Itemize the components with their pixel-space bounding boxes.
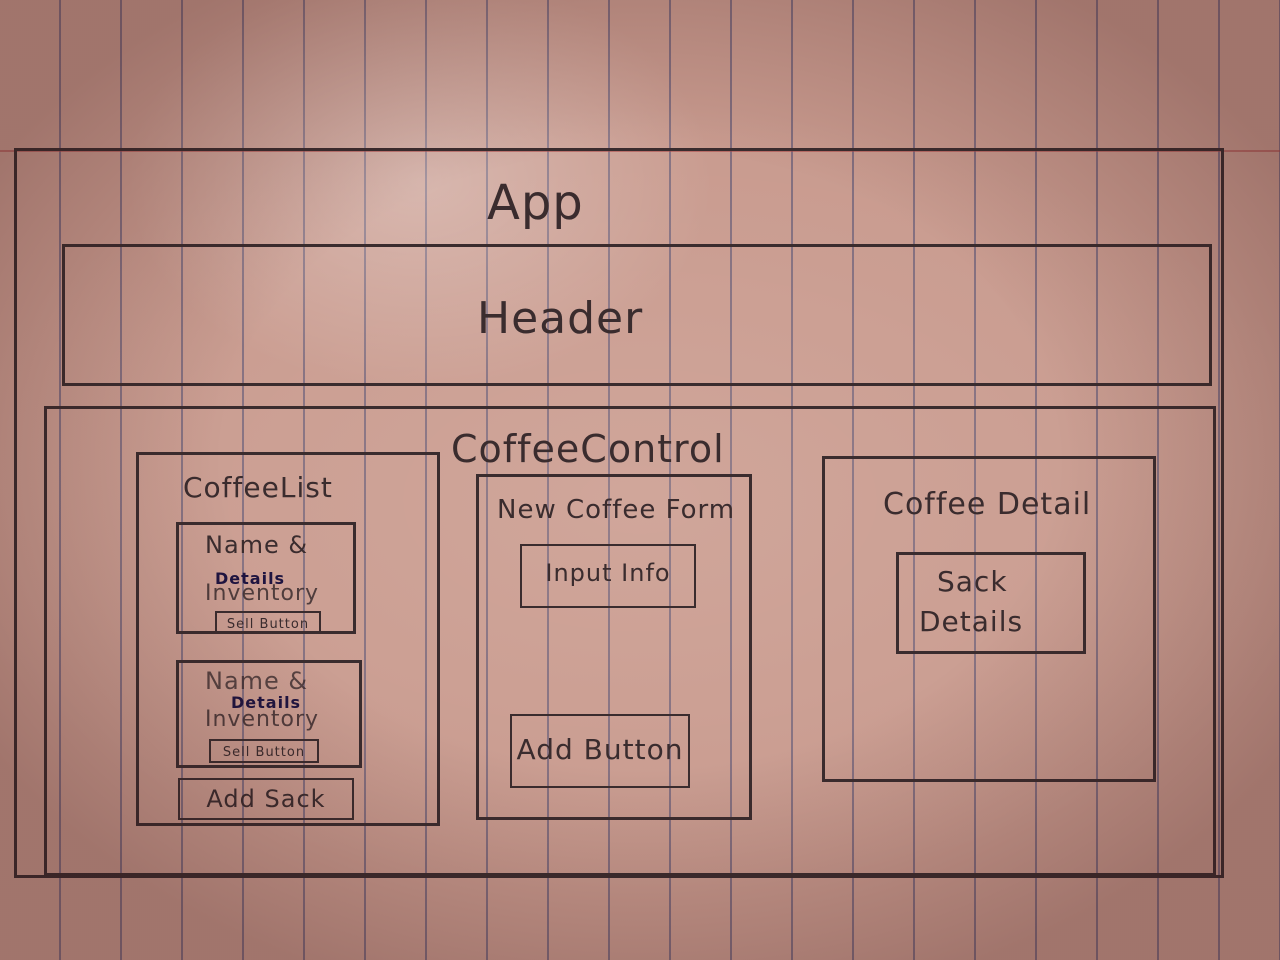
item-name-line1: Name & bbox=[205, 531, 309, 559]
header-label: Header bbox=[477, 293, 644, 344]
add-coffee-button[interactable]: Add Button bbox=[510, 714, 690, 788]
details-label: Details bbox=[919, 605, 1024, 638]
add-sack-label: Add Sack bbox=[206, 785, 326, 813]
input-info-field[interactable]: Input Info bbox=[520, 544, 696, 608]
item-details: Details bbox=[215, 569, 286, 588]
list-item: Name & Details Inventory Sell Button bbox=[176, 660, 362, 768]
header-box: Header bbox=[62, 244, 1212, 386]
app-label: App bbox=[487, 175, 584, 231]
list-item: Name & Details Inventory Sell Button bbox=[176, 522, 356, 634]
sell-button[interactable]: Sell Button bbox=[209, 739, 319, 763]
coffee-control-box: CoffeeControl bbox=[44, 406, 1216, 876]
input-info-label: Input Info bbox=[545, 559, 671, 587]
sack-label: Sack bbox=[937, 565, 1008, 598]
coffee-list-label: CoffeeList bbox=[183, 471, 333, 504]
coffee-control-label: CoffeeControl bbox=[451, 427, 725, 471]
app-box: App bbox=[14, 148, 1224, 878]
coffee-detail-box: Coffee Detail bbox=[822, 456, 1156, 782]
margin-line-top bbox=[0, 150, 1280, 152]
add-sack-button[interactable]: Add Sack bbox=[178, 778, 354, 820]
item-name-line2: Inventory bbox=[205, 707, 320, 732]
coffee-list-box: CoffeeList bbox=[136, 452, 440, 826]
new-coffee-form-label: New Coffee Form bbox=[497, 495, 736, 525]
sell-button-label: Sell Button bbox=[222, 745, 306, 760]
sack-details-box: Sack Details bbox=[896, 552, 1086, 654]
sell-button-label: Sell Button bbox=[226, 617, 310, 632]
coffee-detail-label: Coffee Detail bbox=[883, 487, 1092, 522]
add-coffee-button-label: Add Button bbox=[516, 733, 684, 766]
new-coffee-form-box: New Coffee Form bbox=[476, 474, 752, 820]
item-name-line2: Inventory bbox=[205, 581, 320, 606]
sell-button[interactable]: Sell Button bbox=[215, 611, 321, 633]
item-name-line1: Name & bbox=[205, 667, 309, 695]
item-details: Details bbox=[231, 693, 302, 712]
